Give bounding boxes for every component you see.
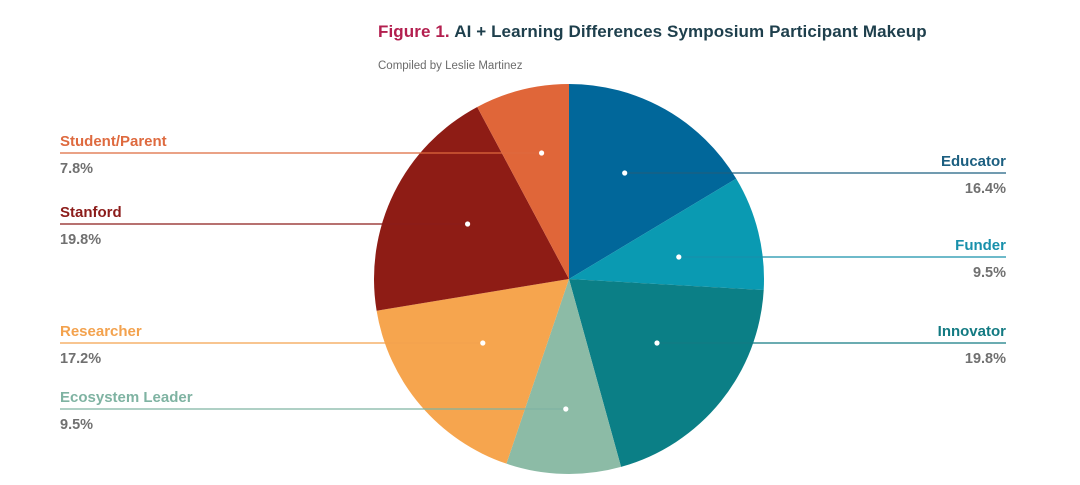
- leader-dot-stanford: [465, 221, 471, 227]
- leader-dot-ecosystem-leader: [563, 406, 569, 412]
- leader-dot-researcher: [480, 340, 486, 346]
- pie-slice-ecosystem-leader: [506, 279, 622, 475]
- slice-label-funder: Funder: [955, 237, 1006, 254]
- slice-label-stanford: Stanford: [60, 204, 122, 221]
- slice-value-researcher: 17.2%: [60, 351, 101, 367]
- pie-slice-researcher: [376, 279, 569, 464]
- pie-slice-innovator: [569, 279, 764, 467]
- slice-value-stanford: 19.8%: [60, 232, 101, 248]
- slice-value-ecosystem-leader: 9.5%: [60, 417, 93, 433]
- pie-slice-stanford: [374, 106, 569, 311]
- chart-title: Figure 1. AI + Learning Differences Symp…: [378, 22, 927, 42]
- pie-slice-educator: [569, 84, 737, 279]
- pie-slice-funder: [569, 178, 765, 291]
- chart-title-text: AI + Learning Differences Symposium Part…: [454, 22, 927, 41]
- slice-value-educator: 16.4%: [965, 181, 1006, 197]
- slice-label-researcher: Researcher: [60, 323, 142, 340]
- slice-label-ecosystem-leader: Ecosystem Leader: [60, 389, 193, 406]
- chart-subtitle: Compiled by Leslie Martinez: [378, 60, 523, 72]
- slice-value-innovator: 19.8%: [965, 351, 1006, 367]
- pie-slice-student-parent: [477, 84, 569, 279]
- figure-label: Figure 1.: [378, 22, 450, 41]
- slice-value-student-parent: 7.8%: [60, 161, 93, 177]
- slice-label-innovator: Innovator: [938, 323, 1006, 340]
- slice-label-educator: Educator: [941, 153, 1006, 170]
- leader-dot-educator: [622, 170, 628, 176]
- leader-dot-funder: [676, 254, 682, 260]
- slice-label-student-parent: Student/Parent: [60, 133, 167, 150]
- leader-dot-student-parent: [539, 150, 545, 156]
- leader-dot-innovator: [654, 340, 660, 346]
- slice-value-funder: 9.5%: [973, 265, 1006, 281]
